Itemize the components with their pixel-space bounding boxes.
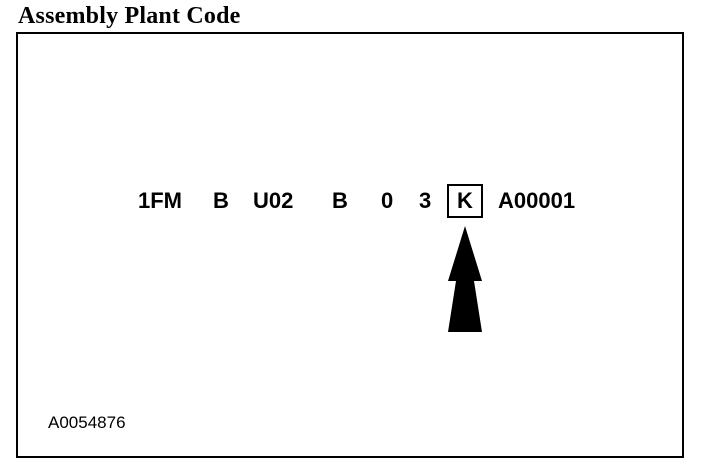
vin-plant-code-box: K (447, 184, 483, 218)
diagram-title: Assembly Plant Code (18, 3, 241, 29)
vin-segment-model: U02 (253, 188, 294, 213)
vin-segment-model-year: 3 (419, 188, 432, 213)
figure-reference-code: A0054876 (48, 413, 126, 432)
vin-segment-restraint: B (213, 188, 229, 213)
vin-segment-engine: B (332, 188, 348, 213)
arrow-up-icon (448, 226, 482, 332)
diagram-frame (16, 32, 684, 458)
vin-segment-wmi: 1FM (138, 188, 182, 213)
vin-segment-check-digit: 0 (381, 188, 394, 213)
vin-segment-serial: A00001 (498, 188, 576, 213)
